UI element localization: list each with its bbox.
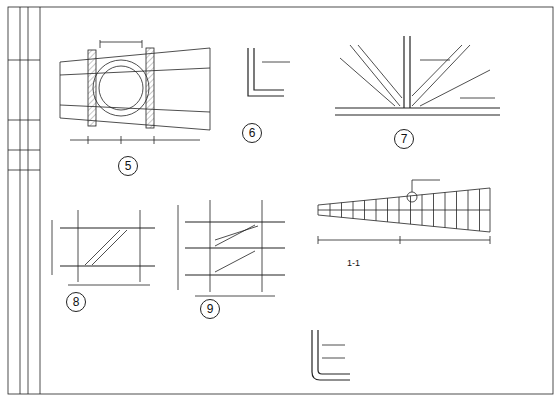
stiffener-rib bbox=[433, 194, 434, 227]
callout-circle: 9 bbox=[200, 299, 220, 319]
callout-number: 8 bbox=[73, 296, 80, 308]
callout-number: 7 bbox=[401, 133, 408, 145]
stiffener-rib bbox=[456, 191, 457, 228]
stiffener-rib bbox=[353, 202, 354, 219]
stiffener-rib bbox=[341, 203, 342, 218]
section-label: 1-1 bbox=[346, 258, 361, 268]
stiffener-rib bbox=[445, 192, 446, 227]
stiffener-rib bbox=[376, 199, 377, 220]
callout-circle: 6 bbox=[242, 123, 262, 143]
callout-circle: 5 bbox=[118, 156, 138, 176]
stiffener-rib bbox=[422, 195, 423, 226]
callout-number: 5 bbox=[125, 160, 132, 172]
callout-number: 6 bbox=[249, 127, 256, 139]
stiffener-rib bbox=[364, 200, 365, 219]
stiffener-rib bbox=[330, 204, 331, 216]
stiffener-rib bbox=[387, 198, 388, 222]
stiffener-rib bbox=[399, 197, 400, 223]
stiffener-rib bbox=[479, 189, 480, 231]
callout-circle: 7 bbox=[394, 129, 414, 149]
stiffener-rib bbox=[410, 196, 411, 224]
callout-number: 9 bbox=[207, 303, 214, 315]
stiffener-rib bbox=[468, 190, 469, 230]
callout-circle: 8 bbox=[66, 292, 86, 312]
